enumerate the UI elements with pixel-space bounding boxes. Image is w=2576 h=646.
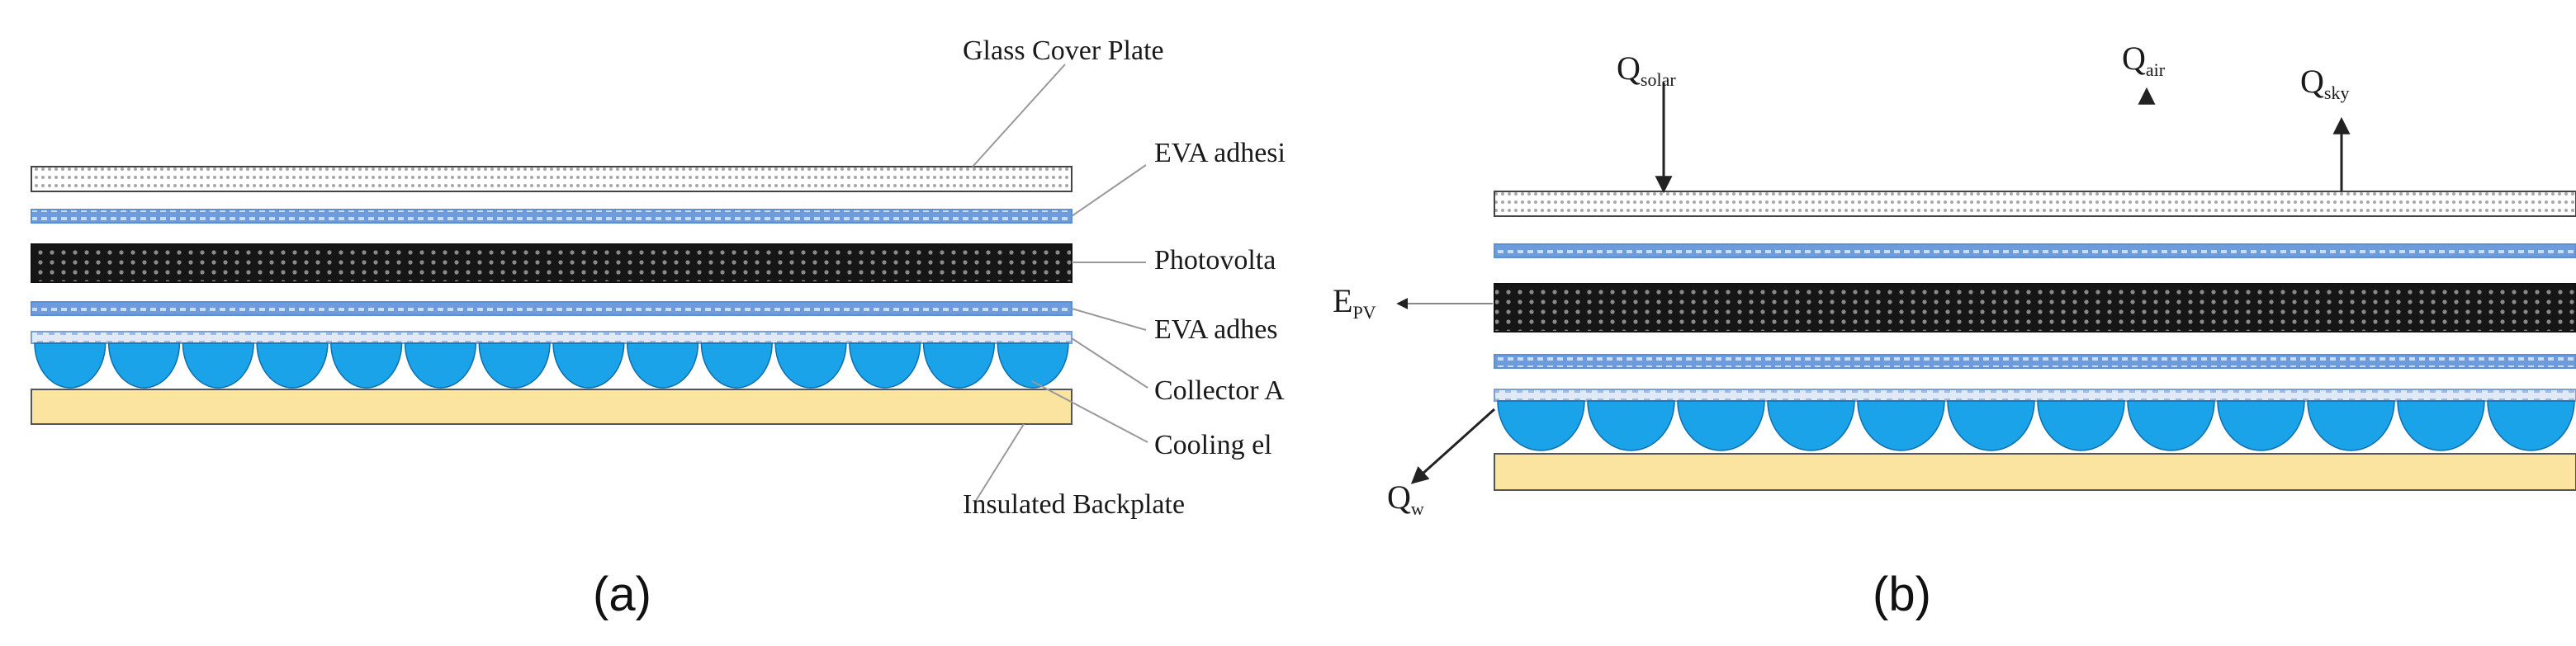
cooling-channel bbox=[1947, 400, 2035, 451]
panel-b: Qsolar Qair Qsky EPV Qw (b) bbox=[1333, 40, 2576, 621]
cooling-channel bbox=[922, 342, 996, 389]
label-e-pv: EPV bbox=[1333, 282, 1376, 323]
cooling-channel bbox=[1587, 400, 1675, 451]
label-photovoltaic: Photovolta bbox=[1154, 245, 1276, 276]
label-q-air: Qair bbox=[2122, 40, 2166, 80]
label-q-solar: Qsolar bbox=[1617, 50, 1676, 90]
panel-a: Glass Cover Plate EVA adhesi Photovolta … bbox=[31, 35, 1286, 621]
label-eva-adhesive-bottom: EVA adhes bbox=[1154, 314, 1278, 345]
cooling-channels-a bbox=[34, 342, 1069, 389]
glass-cover-plate-a bbox=[31, 166, 1073, 192]
cooling-channel bbox=[849, 342, 921, 389]
q-w-arrow bbox=[1410, 408, 1496, 484]
cooling-channel bbox=[478, 342, 551, 389]
cooling-channel bbox=[107, 342, 181, 389]
cooling-channel bbox=[2037, 400, 2125, 451]
cooling-channels-b bbox=[1497, 400, 2575, 451]
cooling-channel bbox=[700, 342, 773, 389]
caption-a: (a) bbox=[593, 568, 651, 621]
cooling-channel bbox=[552, 342, 625, 389]
cooling-channel bbox=[2397, 400, 2485, 451]
collector-absorber-b bbox=[1494, 389, 2576, 402]
collector-absorber-a bbox=[31, 331, 1073, 344]
label-q-sky: Qsky bbox=[2300, 63, 2349, 103]
cooling-channel bbox=[997, 342, 1069, 389]
cooling-channel bbox=[2217, 400, 2305, 451]
cooling-channel bbox=[1677, 400, 1765, 451]
cooling-channel bbox=[1767, 400, 1855, 451]
eva-adhesive-bottom-a bbox=[31, 301, 1073, 316]
eva-adhesive-top-a bbox=[31, 209, 1073, 224]
cooling-channel bbox=[34, 342, 107, 389]
cooling-channel bbox=[404, 342, 477, 389]
label-collector: Collector A bbox=[1154, 375, 1285, 406]
leader-lines-a bbox=[972, 64, 1148, 504]
cooling-channel bbox=[774, 342, 847, 389]
label-insulated-backplate: Insulated Backplate bbox=[963, 489, 1185, 520]
cooling-channel bbox=[330, 342, 403, 389]
glass-cover-plate-b bbox=[1494, 191, 2576, 217]
cooling-channel bbox=[1857, 400, 1945, 451]
cooling-channel bbox=[2307, 400, 2395, 451]
flux-arrows-b bbox=[1396, 83, 2351, 484]
caption-b: (b) bbox=[1873, 568, 1931, 621]
eva-adhesive-bottom-b bbox=[1494, 354, 2576, 369]
insulated-backplate-a bbox=[31, 389, 1073, 425]
insulated-backplate-b bbox=[1494, 453, 2576, 491]
label-glass-cover-plate: Glass Cover Plate bbox=[963, 35, 1164, 66]
label-eva-adhesive-top: EVA adhesi bbox=[1154, 138, 1286, 168]
eva-adhesive-top-b bbox=[1494, 243, 2576, 258]
label-q-w: Qw bbox=[1387, 479, 1424, 519]
cooling-channel bbox=[2487, 400, 2575, 451]
photovoltaic-layer-b bbox=[1494, 283, 2576, 332]
cooling-channel bbox=[626, 342, 699, 389]
cooling-channel bbox=[182, 342, 254, 389]
photovoltaic-layer-a bbox=[31, 243, 1073, 283]
cooling-channel bbox=[256, 342, 329, 389]
label-cooling: Cooling el bbox=[1154, 430, 1272, 460]
cooling-channel bbox=[2127, 400, 2215, 451]
cooling-channel bbox=[1497, 400, 1585, 451]
